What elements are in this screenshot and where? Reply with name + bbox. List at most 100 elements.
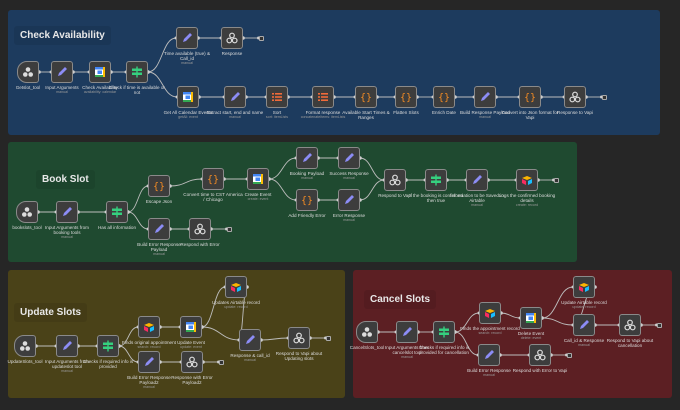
node-checks-if-required-info-is-provided-for-cancellation[interactable] [433, 321, 455, 343]
node-convert-time-to-cst-america-chicago[interactable]: {} [202, 168, 224, 190]
node-title: Build Response Payload [459, 110, 511, 115]
add-node-endpoint[interactable] [226, 226, 232, 232]
node-has-all-information[interactable] [106, 201, 128, 223]
node-booking-payload[interactable] [296, 147, 318, 169]
node-label: Response [202, 51, 262, 56]
node-response-to-vapi[interactable] [564, 86, 586, 108]
add-node-endpoint[interactable] [258, 35, 264, 41]
pencil-icon [58, 67, 67, 76]
add-node-endpoint[interactable] [553, 177, 559, 183]
node-title: Success Response [329, 171, 369, 176]
pencil-icon [481, 92, 490, 101]
node-subtitle: update: event [180, 345, 202, 350]
node-call-id-response[interactable] [573, 314, 595, 336]
node-title: Time available (true) & Call_id [163, 51, 211, 62]
node-respond-to-vapi[interactable] [384, 169, 406, 191]
node-error-response[interactable] [338, 189, 360, 211]
node-title: Input Arguments [45, 85, 79, 90]
svg-text:{}: {} [400, 93, 412, 104]
node-label: Add Friendly Error [277, 213, 337, 218]
google-calendar-icon [526, 313, 536, 323]
node-input-arguments-from-booking-tools[interactable] [56, 201, 78, 223]
node-input-arguments-from-cancelslot-tool[interactable] [396, 321, 418, 343]
node-respond-to-vapi-about-cancellation[interactable] [619, 314, 641, 336]
node-title: Has all information [97, 225, 137, 230]
add-node-endpoint[interactable] [566, 352, 572, 358]
node-check-availability[interactable] [89, 61, 111, 83]
node-input-arguments[interactable] [51, 61, 73, 83]
list-icon [272, 93, 282, 101]
node-title: CancelSlots_tool [349, 345, 385, 350]
if-icon [132, 66, 142, 78]
node-convert-into-json-format-for-vapi[interactable]: {} [519, 86, 541, 108]
node-label: If the booking is confirmed then true [406, 193, 466, 203]
node-available-start-times-ranges[interactable]: {} [355, 86, 377, 108]
google-calendar-icon [186, 322, 196, 332]
node-add-friendly-error[interactable]: {} [296, 189, 318, 211]
node-label: Convert into Json format for Vapi [500, 110, 560, 120]
node-delete-event[interactable] [520, 307, 542, 329]
node-title: Update Event [177, 340, 205, 345]
node-respond-to-vapi-about-updating-slots[interactable] [288, 327, 310, 349]
pencil-icon [473, 175, 482, 184]
node-enrich-date[interactable]: {} [433, 86, 455, 108]
node-success-response[interactable] [338, 147, 360, 169]
section-check[interactable]: Check Availability [8, 10, 660, 135]
node-finds-original-appointment[interactable] [138, 316, 160, 338]
node-build-error-response-payload[interactable] [148, 218, 170, 240]
node-create-event[interactable] [247, 168, 269, 190]
node-response-with-error-payload2[interactable] [181, 351, 203, 373]
node-response[interactable] [221, 27, 243, 49]
node-logs-the-confirmed-booking-details[interactable] [516, 169, 538, 191]
svg-text:{}: {} [301, 196, 313, 207]
pencil-icon [303, 153, 312, 162]
node-sort[interactable] [266, 86, 288, 108]
node-updates-airtable-record[interactable] [225, 276, 247, 298]
add-node-endpoint[interactable] [325, 335, 331, 341]
node-update-event[interactable] [180, 316, 202, 338]
node-subtitle: concatenateItems: itemLists [300, 115, 346, 120]
node-check-if-time-is-available-or-not[interactable] [126, 61, 148, 83]
node-escape-json[interactable]: {} [148, 175, 170, 197]
node-if-the-booking-is-confirmed-then-true[interactable] [425, 169, 447, 191]
node-title: Update Airtable record [561, 300, 607, 305]
node-format-response[interactable] [312, 86, 334, 108]
node-label: Check if time is available or not [107, 85, 167, 95]
node-title: Checks if required info is provided [82, 359, 134, 370]
node-information-to-be-saved-in-airtable[interactable] [466, 169, 488, 191]
node-get-all-calendar-events[interactable] [177, 86, 199, 108]
node-time-available-true-call-id[interactable] [176, 27, 198, 49]
node-build-error-response-payload2[interactable] [138, 351, 160, 373]
node-respond-with-error-to-vapi[interactable] [529, 344, 551, 366]
add-node-endpoint[interactable] [656, 322, 662, 328]
node-label: Convert time to CST America / Chicago [183, 192, 243, 202]
add-node-endpoint[interactable] [218, 359, 224, 365]
pencil-icon [246, 335, 255, 344]
pencil-icon [345, 195, 354, 204]
node-subtitle: manual [61, 235, 73, 240]
section-title: Check Availability [14, 26, 111, 45]
node-respond-with-error[interactable] [189, 218, 211, 240]
section-title: Update Slots [14, 303, 88, 322]
node-cancelslots-tool[interactable] [356, 321, 378, 343]
node-label: Respond to Vapi about cancellation [600, 338, 660, 348]
node-flatten-slots[interactable]: {} [395, 86, 417, 108]
add-node-endpoint[interactable] [601, 94, 607, 100]
node-getslot-tool[interactable] [17, 61, 39, 83]
node-checks-if-required-info-is-provided[interactable] [97, 335, 119, 357]
node-build-error-response[interactable] [478, 344, 500, 366]
node-bookslots-tool[interactable] [16, 201, 38, 223]
node-updateslots-tool[interactable] [14, 335, 36, 357]
node-extract-start-end-and-name[interactable] [224, 86, 246, 108]
node-response-call-id[interactable] [239, 329, 261, 351]
node-input-arguments-from-updateslot-tool[interactable] [56, 335, 78, 357]
node-update-airtable-record[interactable] [573, 276, 595, 298]
node-build-response-payload[interactable] [474, 86, 496, 108]
if-icon [431, 174, 441, 186]
node-finds-the-appointment-record[interactable] [479, 302, 501, 324]
node-subtitle: getAll: event [178, 115, 198, 120]
